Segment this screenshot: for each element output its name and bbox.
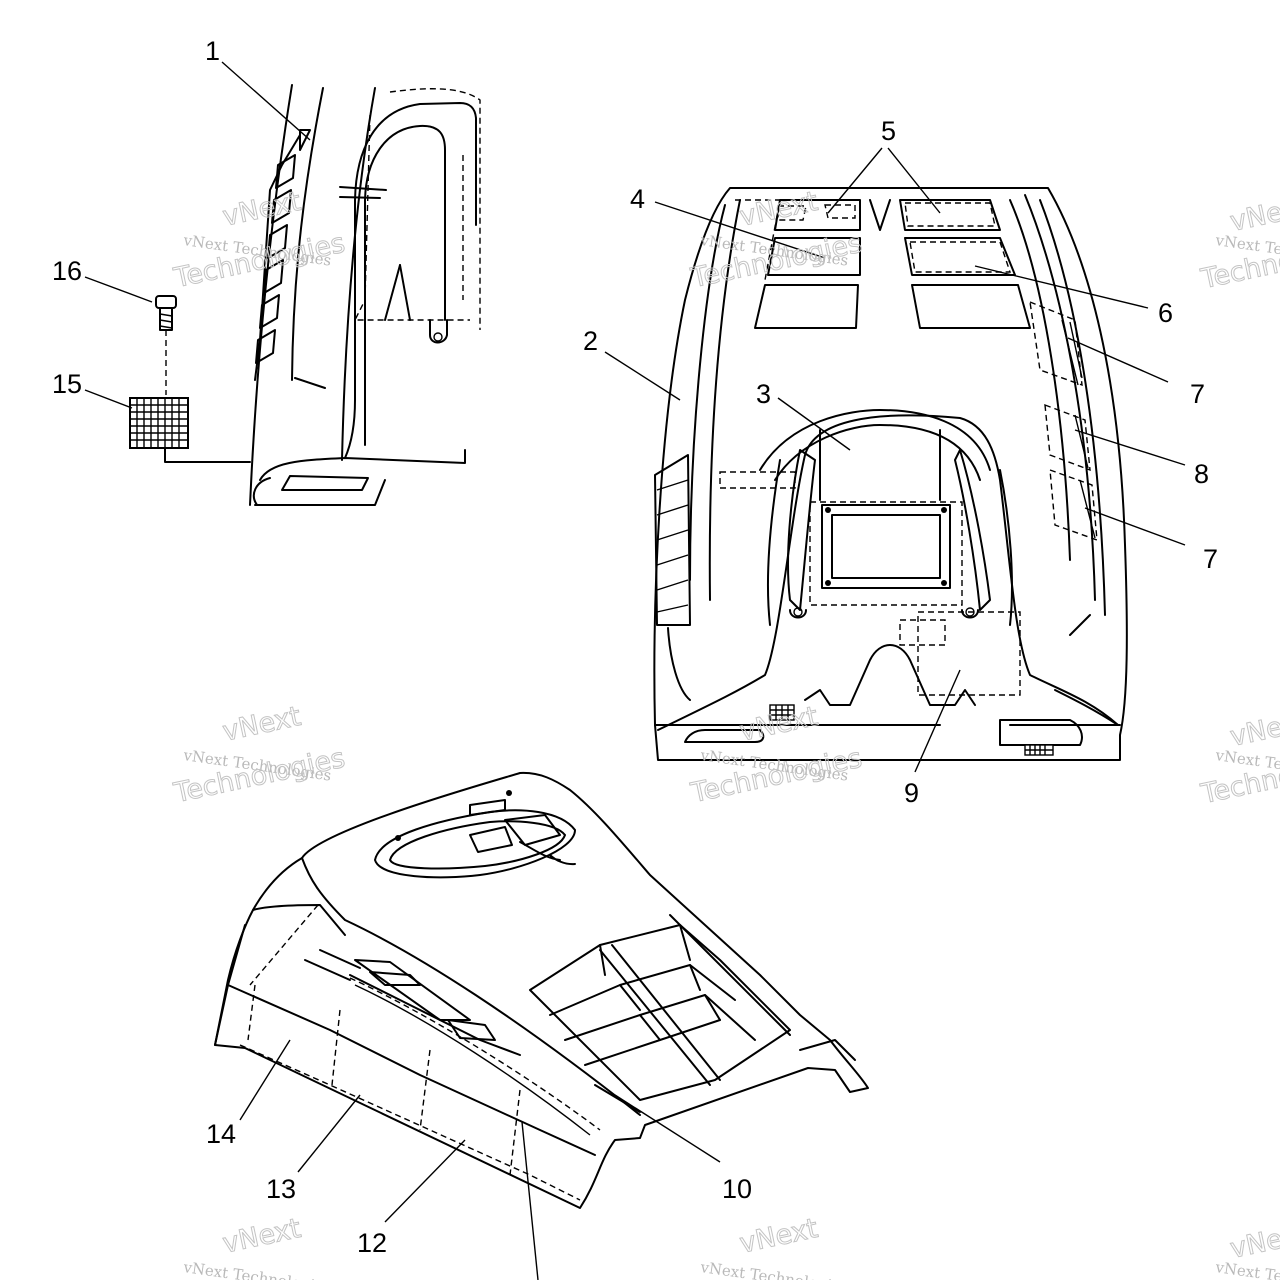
watermark-logo: vNext bbox=[220, 1213, 304, 1260]
callout-8: 8 bbox=[1194, 459, 1209, 489]
callout-7a: 7 bbox=[1190, 379, 1205, 409]
watermark-text: vNext Technologies bbox=[181, 1258, 332, 1280]
callout-7b: 7 bbox=[1203, 544, 1218, 574]
callout-4: 4 bbox=[630, 184, 645, 214]
watermark-logo: vNext bbox=[220, 186, 304, 233]
watermark-logo: vNext bbox=[1227, 191, 1280, 238]
callout-15: 15 bbox=[52, 369, 82, 399]
watermark-logo: vNext bbox=[737, 701, 821, 748]
callout-6: 6 bbox=[1158, 298, 1173, 328]
watermark-logo: vNext bbox=[737, 1213, 821, 1260]
callout-16: 16 bbox=[52, 256, 82, 286]
watermark-logo: vNext bbox=[1227, 706, 1280, 753]
side-panel-detail bbox=[129, 84, 481, 506]
callout-10: 10 bbox=[722, 1174, 752, 1204]
hood-top-view bbox=[653, 187, 1128, 761]
callout-2: 2 bbox=[583, 326, 598, 356]
watermarks: vNext Technologies vNext Technologies vN… bbox=[170, 185, 1280, 1280]
callout-3: 3 bbox=[756, 379, 771, 409]
watermark-logo: vNext bbox=[1227, 1218, 1280, 1265]
callout-labels: 1 16 15 5 4 6 2 3 7 8 7 9 10 14 13 12 bbox=[52, 36, 1218, 1258]
leader-lines bbox=[84, 61, 1186, 1280]
callout-5: 5 bbox=[881, 116, 896, 146]
hood-iso-view bbox=[214, 771, 869, 1209]
watermark-text: vNext Technologies bbox=[698, 1258, 849, 1280]
watermark-logo: vNext bbox=[737, 186, 821, 233]
callout-12: 12 bbox=[357, 1228, 387, 1258]
callout-14: 14 bbox=[206, 1119, 236, 1149]
callout-9: 9 bbox=[904, 778, 919, 808]
watermark-logo: vNext bbox=[220, 701, 304, 748]
callout-1: 1 bbox=[205, 36, 220, 66]
callout-13: 13 bbox=[266, 1174, 296, 1204]
